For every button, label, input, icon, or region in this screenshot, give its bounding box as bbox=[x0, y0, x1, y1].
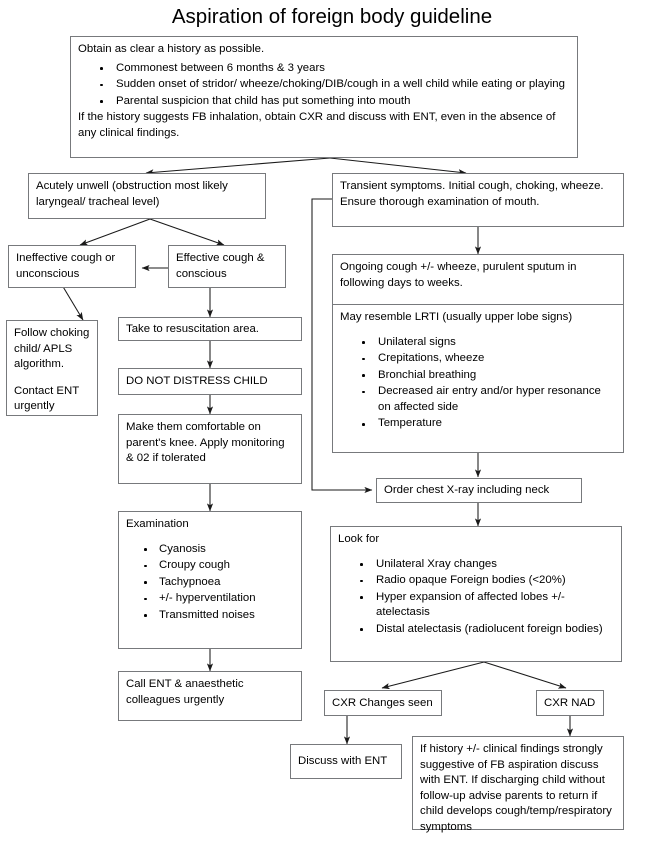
list-item: Unilateral Xray changes bbox=[338, 557, 614, 573]
node-resuscitation-area: Take to resuscitation area. bbox=[118, 317, 302, 341]
effective-cough-text: Effective cough & conscious bbox=[176, 252, 265, 280]
node-final-advice: If history +/- clinical findings strongl… bbox=[412, 736, 624, 833]
list-item: Croupy cough bbox=[126, 558, 294, 574]
node-call-ent-anaesthetic: Call ENT & anaesthetic colleagues urgent… bbox=[118, 671, 302, 721]
page-title: Aspiration of foreign body guideline bbox=[171, 5, 493, 28]
follow-choking-line1: Follow choking child/ APLS algorithm. bbox=[14, 327, 90, 370]
do-not-distress-text: DO NOT DISTRESS CHILD bbox=[126, 375, 268, 388]
cxr-nad-text: CXR NAD bbox=[544, 696, 596, 709]
node-discuss-with-ent: Discuss with ENT bbox=[290, 744, 402, 779]
acutely-unwell-text: Acutely unwell (obstruction most likely … bbox=[36, 180, 228, 208]
node-examination: Examination Cyanosis Croupy cough Tachyp… bbox=[118, 511, 302, 649]
list-item: Transmitted noises bbox=[126, 608, 294, 624]
history-lead: Obtain as clear a history as possible. bbox=[78, 43, 265, 55]
list-item: Unilateral signs bbox=[340, 335, 616, 351]
node-acutely-unwell: Acutely unwell (obstruction most likely … bbox=[28, 173, 266, 219]
node-transient-symptoms: Transient symptoms. Initial cough, choki… bbox=[332, 173, 624, 227]
node-effective-cough: Effective cough & conscious bbox=[168, 245, 286, 288]
ineffective-cough-text: Ineffective cough or unconscious bbox=[16, 252, 116, 280]
spacer bbox=[14, 373, 90, 384]
list-item: Bronchial breathing bbox=[340, 368, 616, 384]
list-item: Cyanosis bbox=[126, 542, 294, 558]
list-item: +/- hyperventilation bbox=[126, 591, 294, 607]
discuss-ent-text: Discuss with ENT bbox=[298, 755, 388, 768]
node-look-for: Look for Unilateral Xray changes Radio o… bbox=[330, 526, 622, 662]
lrti-bullet-list: Unilateral signs Crepitations, wheeze Br… bbox=[340, 335, 616, 433]
final-advice-text: If history +/- clinical findings strongl… bbox=[420, 743, 612, 833]
list-item: Distal atelectasis (radiolucent foreign … bbox=[338, 622, 614, 638]
list-item: Tachypnoea bbox=[126, 575, 294, 591]
list-item: Crepitations, wheeze bbox=[340, 351, 616, 367]
history-tail: If the history suggests FB inhalation, o… bbox=[78, 111, 556, 139]
list-item: Parental suspicion that child has put so… bbox=[78, 94, 570, 110]
list-item: Temperature bbox=[340, 416, 616, 432]
history-bullet-list: Commonest between 6 months & 3 years Sud… bbox=[78, 61, 570, 110]
list-item: Decreased air entry and/or hyper resonan… bbox=[340, 384, 616, 415]
node-follow-choking-apls: Follow choking child/ APLS algorithm. Co… bbox=[6, 320, 98, 416]
node-ongoing-cough: Ongoing cough +/- wheeze, purulent sputu… bbox=[332, 254, 624, 308]
look-for-bullet-list: Unilateral Xray changes Radio opaque For… bbox=[338, 557, 614, 638]
ongoing-cough-text: Ongoing cough +/- wheeze, purulent sputu… bbox=[340, 261, 577, 289]
call-ent-text: Call ENT & anaesthetic colleagues urgent… bbox=[126, 678, 244, 706]
list-item: Radio opaque Foreign bodies (<20%) bbox=[338, 573, 614, 589]
look-for-lead: Look for bbox=[338, 533, 380, 545]
list-item: Sudden onset of stridor/ wheeze/choking/… bbox=[78, 77, 570, 93]
node-order-chest-xray: Order chest X-ray including neck bbox=[376, 478, 582, 503]
make-comfortable-text: Make them comfortable on parent's knee. … bbox=[126, 421, 285, 464]
list-item: Hyper expansion of affected lobes +/- at… bbox=[338, 590, 614, 621]
examination-lead: Examination bbox=[126, 518, 189, 530]
follow-choking-line2: Contact ENT urgently bbox=[14, 384, 79, 413]
node-cxr-changes-seen: CXR Changes seen bbox=[324, 690, 442, 716]
node-do-not-distress-child: DO NOT DISTRESS CHILD bbox=[118, 368, 302, 395]
node-make-comfortable: Make them comfortable on parent's knee. … bbox=[118, 414, 302, 484]
node-may-resemble-lrti: May resemble LRTI (usually upper lobe si… bbox=[332, 304, 624, 453]
lrti-lead: May resemble LRTI (usually upper lobe si… bbox=[340, 311, 573, 323]
node-obtain-history: Obtain as clear a history as possible. C… bbox=[70, 36, 578, 158]
node-ineffective-cough: Ineffective cough or unconscious bbox=[8, 245, 136, 288]
cxr-changes-text: CXR Changes seen bbox=[332, 696, 433, 709]
resuscitation-text: Take to resuscitation area. bbox=[126, 322, 259, 335]
transient-text: Transient symptoms. Initial cough, choki… bbox=[340, 180, 604, 208]
examination-bullet-list: Cyanosis Croupy cough Tachypnoea +/- hyp… bbox=[126, 542, 294, 624]
node-cxr-nad: CXR NAD bbox=[536, 690, 604, 716]
list-item: Commonest between 6 months & 3 years bbox=[78, 61, 570, 77]
order-cxr-text: Order chest X-ray including neck bbox=[384, 484, 550, 497]
